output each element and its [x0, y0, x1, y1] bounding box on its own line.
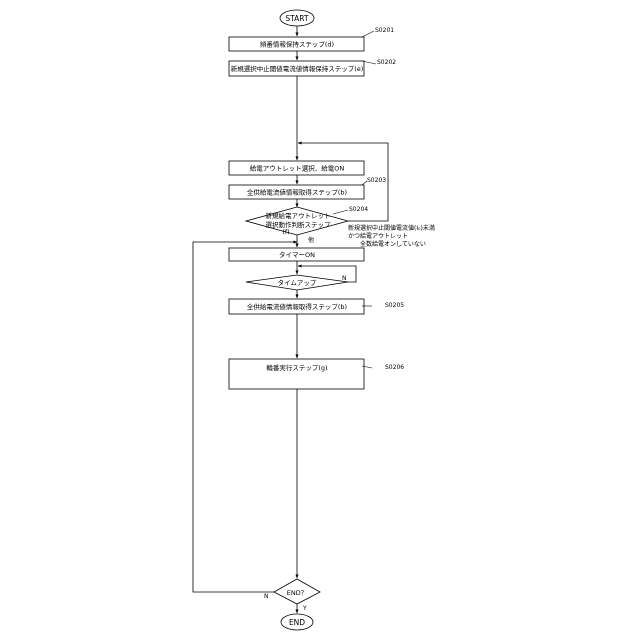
time-up-label: タイムアップ [278, 278, 317, 287]
condition-note: 新規選択中止閾値電流値(I₀)未満 かつ給電アウトレット 全数給電オンしていない [348, 224, 435, 248]
timer-on-box: タイマーON [229, 248, 364, 261]
s0205-label: S0205 [385, 302, 404, 309]
step-g-box: 輪番実行ステップ(g) [229, 359, 364, 389]
decision-f-line1: 新規給電アウトレット [266, 211, 331, 220]
step-e-box: 新規選択中止閾値電流値情報保持ステップ(e) [229, 61, 364, 76]
s0201-leader [362, 31, 374, 37]
end-no-label: N [264, 593, 269, 600]
outlet-on-label: 給電アウトレット選択、給電ON [250, 164, 345, 173]
end-no-loop [193, 242, 297, 592]
decision-f: 新規給電アウトレット 選択動作判断ステップ (f) [246, 207, 348, 236]
decision-time-up: タイムアップ [246, 275, 348, 290]
s0206-label: S0206 [385, 364, 404, 371]
s0204-label: S0204 [349, 206, 368, 213]
condition-note-line3: 全数給電オンしていない [360, 240, 426, 248]
decision-f-line2: 選択動作判断ステップ [266, 220, 332, 229]
step-b1-label: 全供給電流値情報取得ステップ(b) [247, 188, 347, 197]
end-terminal: END [281, 614, 313, 630]
step-d-label: 頻番情報保持ステップ(d) [260, 40, 334, 49]
step-b1-box: 全供給電流値情報取得ステップ(b) [229, 185, 364, 199]
condition-note-line2: かつ給電アウトレット [348, 232, 408, 240]
decision-end: END？ [274, 579, 320, 604]
end-yes-label: Y [302, 605, 307, 612]
end-question-label: END？ [287, 589, 307, 597]
s0202-label: S0202 [377, 59, 396, 66]
step-b2-box: 全供給電流値情報取得ステップ(b) [229, 299, 364, 314]
step-g-label: 輪番実行ステップ(g) [266, 363, 327, 372]
timeup-no-label: N [342, 275, 347, 282]
step-e-label: 新規選択中止閾値電流値情報保持ステップ(e) [231, 64, 364, 73]
condition-note-line1: 新規選択中止閾値電流値(I₀)未満 [348, 224, 435, 232]
decision-f-line3: (f) [282, 228, 289, 236]
timer-on-label: タイマーON [279, 250, 315, 259]
s0201-label: S0201 [375, 27, 394, 34]
step-d-box: 頻番情報保持ステップ(d) [229, 37, 364, 51]
start-terminal: START [280, 10, 314, 26]
decision-other-label: 他 [308, 236, 314, 244]
s0204-leader [333, 210, 348, 214]
end-label: END [289, 618, 305, 627]
start-label: START [285, 14, 309, 23]
branch-labels: 他 N N Y [264, 236, 347, 612]
step-b2-label: 全供給電流値情報取得ステップ(b) [247, 302, 347, 311]
s0203-label: S0203 [367, 177, 386, 184]
outlet-on-box: 給電アウトレット選択、給電ON [229, 161, 364, 175]
connectors [193, 26, 388, 613]
